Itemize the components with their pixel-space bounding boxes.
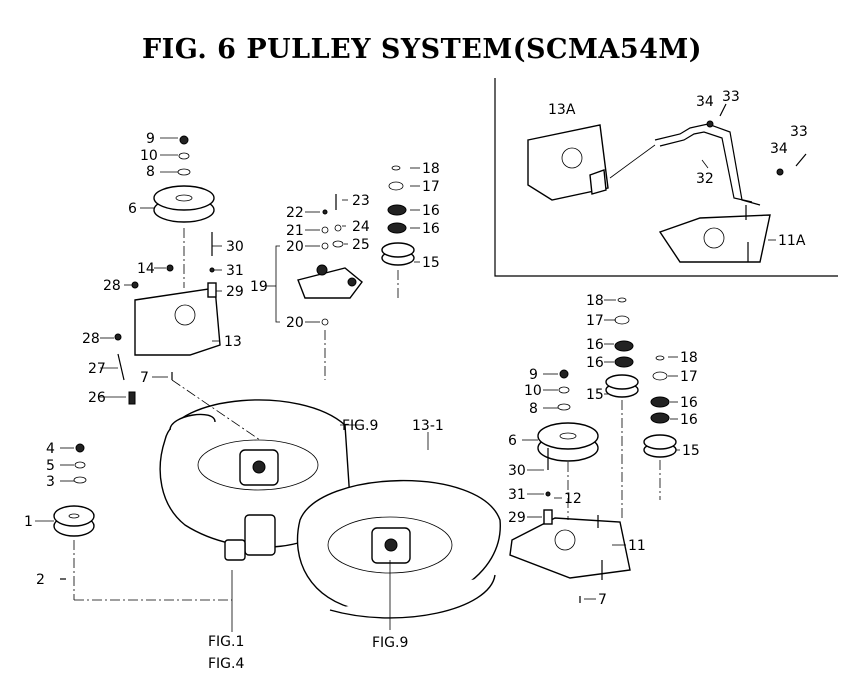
label-8-b: 8: [529, 401, 538, 417]
label-20-b: 20: [286, 315, 304, 331]
label-9-b: 9: [529, 367, 538, 383]
label-19: 19: [250, 279, 268, 295]
label-30-b: 30: [508, 463, 526, 479]
label-22: 22: [286, 205, 304, 221]
label-14: 14: [137, 261, 155, 277]
fig1-callout: FIG.1: [208, 634, 244, 650]
label-3: 3: [46, 474, 55, 490]
label-18-b: 18: [586, 293, 604, 309]
fig9-callout-bottom: FIG.9: [372, 635, 408, 651]
label-20-a: 20: [286, 239, 304, 255]
label-16-a: 16: [422, 203, 440, 219]
label-15-a: 15: [422, 255, 440, 271]
label-16-e: 16: [680, 395, 698, 411]
label-6-b: 6: [508, 433, 517, 449]
fig9-callout-top: FIG.9: [342, 418, 378, 434]
label-15-b: 15: [586, 387, 604, 403]
label-13-1: 13-1: [412, 418, 444, 434]
label-12: 12: [564, 491, 582, 507]
label-30: 30: [226, 239, 244, 255]
label-28-a: 28: [103, 278, 121, 294]
label-32: 32: [696, 171, 714, 187]
label-34-b: 34: [770, 141, 788, 157]
label-11A: 11A: [778, 233, 806, 249]
label-31: 31: [226, 263, 244, 279]
label-16-f: 16: [680, 412, 698, 428]
figure-title: FIG. 6 PULLEY SYSTEM(SCMA54M): [141, 34, 703, 65]
label-8: 8: [146, 164, 155, 180]
leader-lines: [35, 137, 680, 632]
pulley-1: [53, 505, 95, 537]
label-7: 7: [140, 370, 149, 386]
small-hardware: [60, 135, 668, 603]
label-6: 6: [128, 201, 137, 217]
pulley-6-top: [153, 185, 215, 223]
label-10-b: 10: [524, 383, 542, 399]
label-31-b: 31: [508, 487, 526, 503]
label-27: 27: [88, 361, 106, 377]
label-15-c: 15: [682, 443, 700, 459]
callout-labels: 9 10 8 6 30 31 29 14 28 28 27 26 13 7 4 …: [24, 89, 808, 672]
label-26: 26: [88, 390, 106, 406]
label-28-b: 28: [82, 331, 100, 347]
label-24: 24: [352, 219, 370, 235]
label-25: 25: [352, 237, 370, 253]
label-11: 11: [628, 538, 646, 554]
label-18-c: 18: [680, 350, 698, 366]
label-29: 29: [226, 284, 244, 300]
label-33-a: 33: [722, 89, 740, 105]
pulley-6-right: [537, 422, 599, 462]
label-33-b: 33: [790, 124, 808, 140]
label-16-d: 16: [586, 355, 604, 371]
label-2: 2: [36, 572, 45, 588]
label-10: 10: [140, 148, 158, 164]
bracket-13: [134, 287, 221, 356]
inset-box: [494, 78, 838, 277]
label-9: 9: [146, 131, 155, 147]
label-34-a: 34: [696, 94, 714, 110]
label-4: 4: [46, 441, 55, 457]
label-29-b: 29: [508, 510, 526, 526]
label-16-b: 16: [422, 221, 440, 237]
label-1: 1: [24, 514, 33, 530]
label-21: 21: [286, 223, 304, 239]
spindle-housings: [224, 449, 411, 564]
label-13A: 13A: [548, 102, 576, 118]
label-23: 23: [352, 193, 370, 209]
label-5: 5: [46, 458, 55, 474]
label-13: 13: [224, 334, 242, 350]
fig4-callout: FIG.4: [208, 656, 244, 672]
label-17: 17: [422, 179, 440, 195]
plate-11: [509, 515, 631, 580]
bracket-19: [297, 264, 363, 299]
idler-pulleys: [381, 242, 677, 458]
label-16-c: 16: [586, 337, 604, 353]
label-17-b: 17: [586, 313, 604, 329]
label-17-c: 17: [680, 369, 698, 385]
bearings: [387, 204, 670, 424]
label-7-b: 7: [598, 592, 607, 608]
label-18: 18: [422, 161, 440, 177]
